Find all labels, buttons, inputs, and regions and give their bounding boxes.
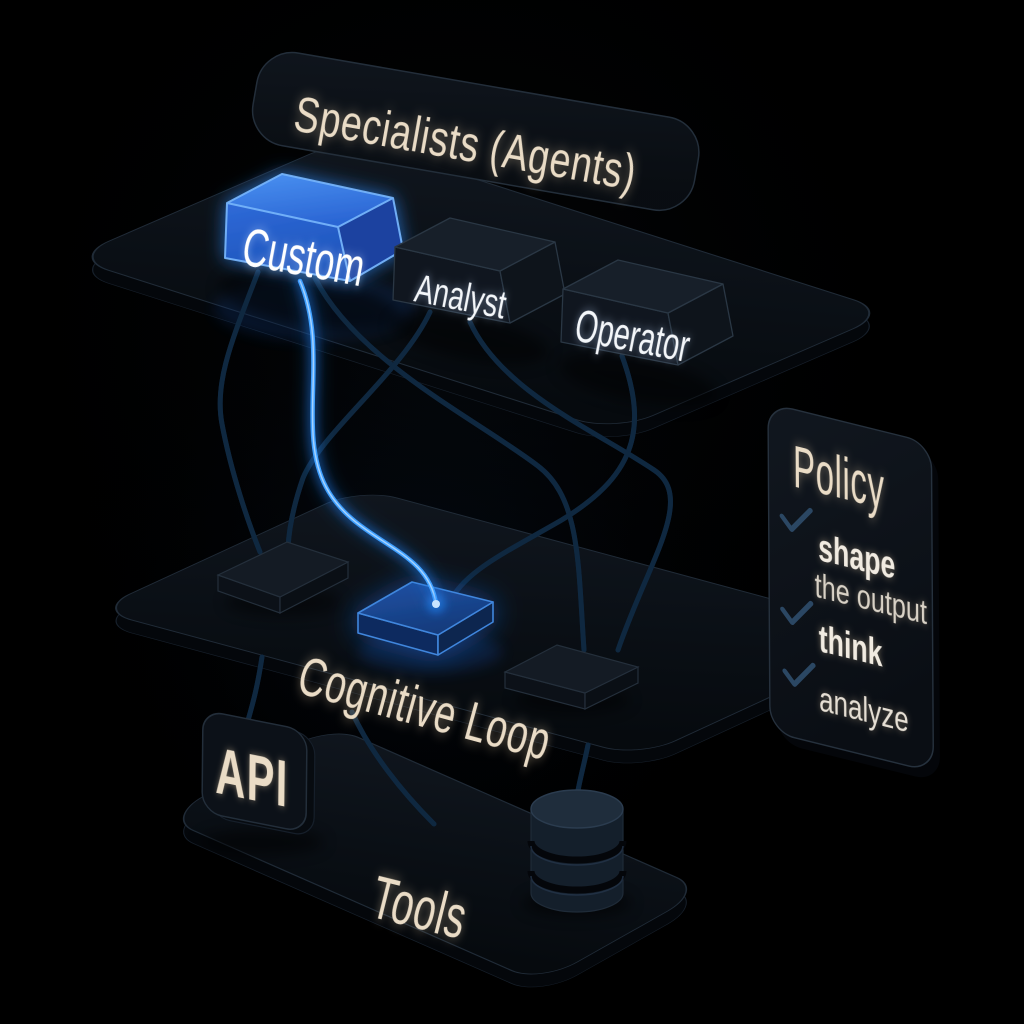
agent-box-operator xyxy=(560,259,734,366)
api-label: API xyxy=(215,733,289,821)
api-card: API xyxy=(201,712,316,835)
cognitive-tile-left xyxy=(216,541,350,614)
checkmark-icon xyxy=(780,600,814,626)
policy-card: Policy shape the output think analyze xyxy=(767,407,940,778)
agent-box-custom xyxy=(224,173,404,282)
checkmark-icon xyxy=(779,507,813,532)
glow-wire xyxy=(294,275,446,614)
cognitive-tile-right xyxy=(503,644,640,710)
title-pill xyxy=(251,51,700,212)
agent-box-analyst xyxy=(392,217,566,324)
database-icon xyxy=(527,789,627,913)
checkmark-icon xyxy=(782,662,816,687)
cognitive-tile-active xyxy=(357,581,494,656)
